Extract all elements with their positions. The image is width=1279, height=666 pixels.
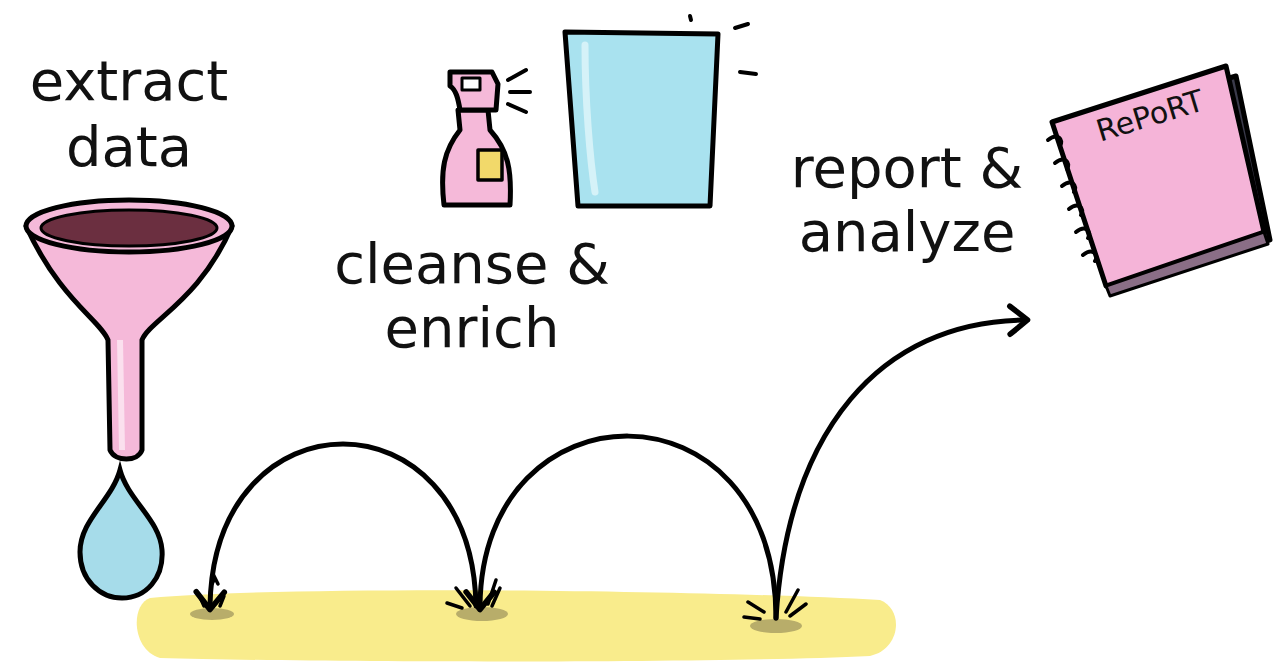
data-drop [80,470,162,598]
stage-label: report & analyze [791,135,1024,264]
stage-label-box: extract data [4,48,254,180]
stage-label-box: report & analyze [742,136,1072,264]
clean-window-icon [565,16,756,206]
stage-label-box: cleanse & enrich [322,232,622,360]
stage-label: extract data [30,48,229,179]
ground-band [137,590,896,661]
report-notebook-icon [1048,66,1270,296]
flow-arrows [210,320,1024,618]
stage-label: cleanse & enrich [334,231,610,360]
landing-marks [190,578,806,633]
spray-bottle-icon [443,70,530,205]
funnel-icon [26,200,232,459]
